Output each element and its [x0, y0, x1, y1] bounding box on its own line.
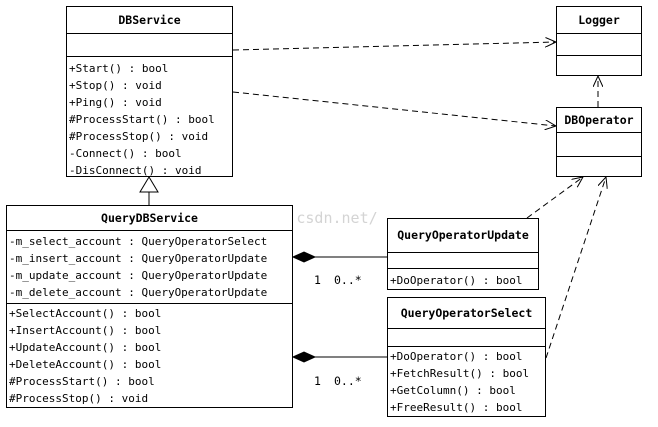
methods-compartment: +DoOperator() : bool: [388, 268, 538, 289]
multiplicity-update-target: 0..*: [334, 273, 362, 287]
class-logger[interactable]: Logger: [556, 6, 642, 76]
method-line: #ProcessStart() : bool: [69, 113, 215, 126]
dependency-dbservice-dboperator: [232, 91, 556, 126]
methods-compartment: [557, 55, 641, 75]
attribute-line: -m_select_account : QueryOperatorSelect: [9, 235, 268, 248]
method-line: +Start() : bool: [69, 62, 169, 75]
methods-compartment: +SelectAccount() : bool +InsertAccount()…: [7, 303, 292, 407]
class-name: QueryOperatorSelect: [400, 306, 533, 320]
composition-diamond-select: [291, 351, 317, 363]
multiplicity-select-target: 0..*: [334, 374, 362, 388]
method-line: #ProcessStart() : bool: [9, 375, 155, 388]
attributes-compartment: [388, 252, 538, 268]
class-name: DBService: [118, 13, 181, 27]
class-queryoperatorupdate[interactable]: QueryOperatorUpdate +DoOperator() : bool: [387, 218, 539, 290]
method-line: +GetColumn() : bool: [390, 384, 516, 397]
method-line: +Stop() : void: [69, 79, 162, 92]
attributes-compartment: [557, 33, 641, 55]
dependency-update-dboperator: [526, 177, 583, 219]
class-name: Logger: [578, 13, 620, 27]
methods-compartment: [557, 156, 641, 176]
multiplicity-update-source: 1: [314, 273, 321, 287]
method-line: #ProcessStop() : void: [9, 392, 149, 405]
attributes-compartment: [67, 33, 232, 56]
method-line: -Connect() : bool: [69, 147, 182, 160]
method-line: +DeleteAccount() : bool: [9, 358, 162, 371]
methods-compartment: +DoOperator() : bool +FetchResult() : bo…: [388, 346, 545, 416]
attributes-compartment: [557, 132, 641, 156]
generalization-triangle: [139, 176, 159, 193]
attribute-line: -m_insert_account : QueryOperatorUpdate: [9, 252, 268, 265]
method-line: +DoOperator() : bool: [390, 350, 523, 363]
class-name: DBOperator: [564, 113, 634, 127]
multiplicity-select-source: 1: [314, 374, 321, 388]
method-line: +InsertAccount() : bool: [9, 324, 162, 337]
attributes-compartment: -m_select_account : QueryOperatorSelect …: [7, 230, 292, 303]
method-line: +DoOperator() : bool: [390, 274, 523, 287]
attribute-line: -m_update_account : QueryOperatorUpdate: [9, 269, 268, 282]
attribute-line: -m_delete_account : QueryOperatorUpdate: [9, 286, 268, 299]
method-line: #ProcessStop() : void: [69, 130, 209, 143]
methods-compartment: +Start() : bool +Stop() : void +Ping() :…: [67, 56, 232, 179]
class-querydbservice[interactable]: QueryDBService -m_select_account : Query…: [6, 205, 293, 408]
method-line: +SelectAccount() : bool: [9, 307, 162, 320]
method-line: +Ping() : void: [69, 96, 162, 109]
class-queryoperatorselect[interactable]: QueryOperatorSelect +DoOperator() : bool…: [387, 297, 546, 417]
method-line: +FetchResult() : bool: [390, 367, 530, 380]
class-name: QueryDBService: [101, 211, 198, 225]
composition-diamond-update: [291, 251, 317, 263]
class-dboperator[interactable]: DBOperator: [556, 107, 642, 177]
method-line: +FreeResult() : bool: [390, 401, 523, 414]
method-line: +UpdateAccount() : bool: [9, 341, 162, 354]
class-dbservice[interactable]: DBService +Start() : bool +Stop() : void…: [66, 6, 233, 177]
method-line: -DisConnect() : void: [69, 164, 202, 177]
dependency-dbservice-logger: [232, 42, 556, 51]
dependency-select-dboperator: [545, 177, 606, 359]
attributes-compartment: [388, 328, 545, 346]
class-name: QueryOperatorUpdate: [397, 228, 529, 242]
